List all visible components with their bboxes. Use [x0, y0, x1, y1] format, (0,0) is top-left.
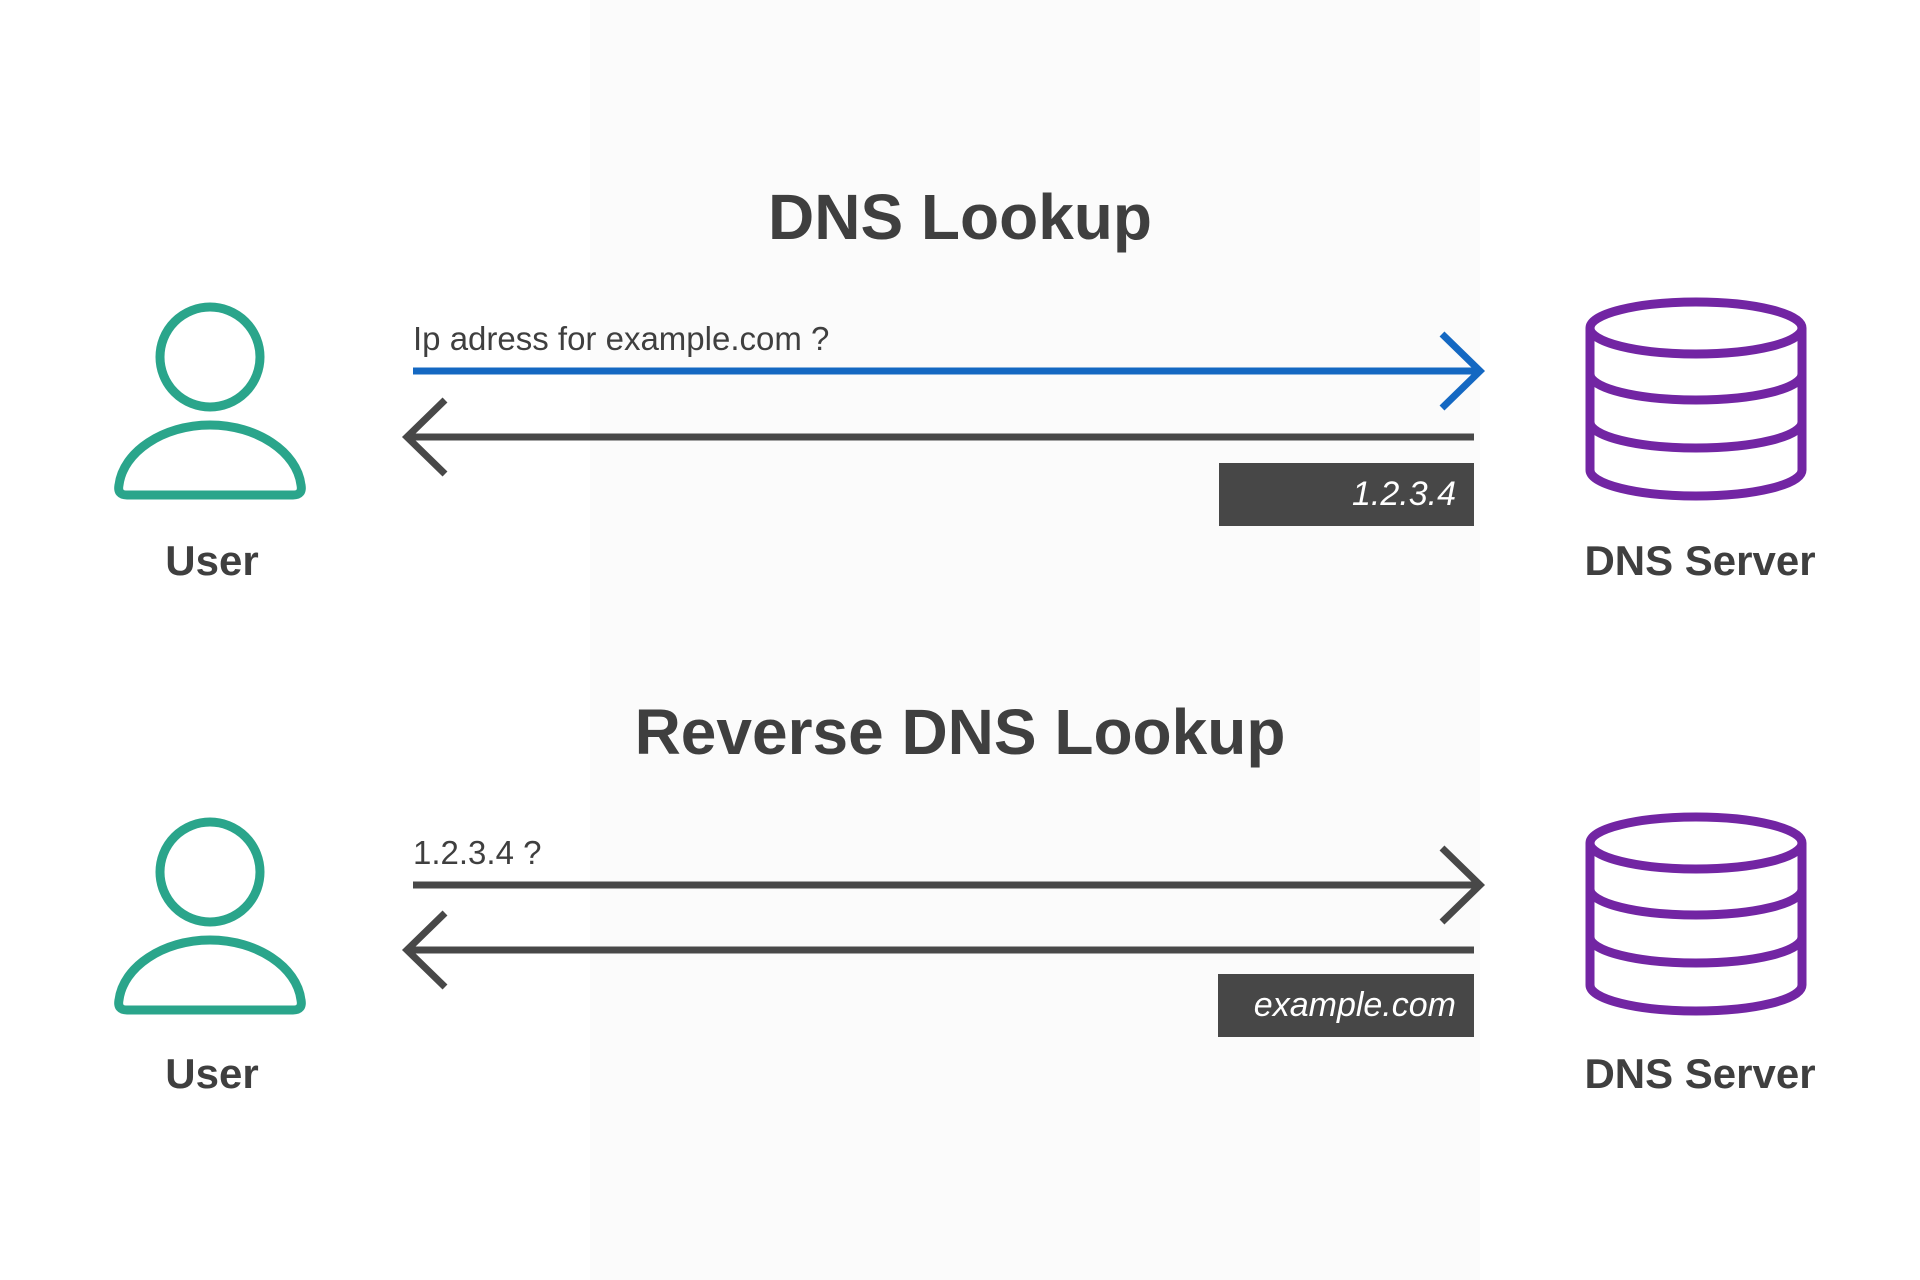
- response-text: example.com: [1253, 986, 1456, 1024]
- response-box: 1.2.3.4: [1219, 463, 1474, 526]
- request-text: 1.2.3.4 ?: [413, 834, 542, 871]
- response-text: 1.2.3.4: [1352, 475, 1456, 513]
- dns-lookup-title: DNS Lookup: [768, 181, 1152, 253]
- request-text: Ip adress for example.com ?: [413, 320, 830, 357]
- background-panel: [590, 0, 1480, 1280]
- user-label: User: [165, 537, 259, 584]
- reverse-dns-lookup-title: Reverse DNS Lookup: [634, 696, 1286, 768]
- dns-server-label: DNS Server: [1584, 1050, 1816, 1097]
- dns-server-label: DNS Server: [1584, 537, 1816, 584]
- user-label: User: [165, 1050, 259, 1097]
- response-box: example.com: [1218, 974, 1474, 1037]
